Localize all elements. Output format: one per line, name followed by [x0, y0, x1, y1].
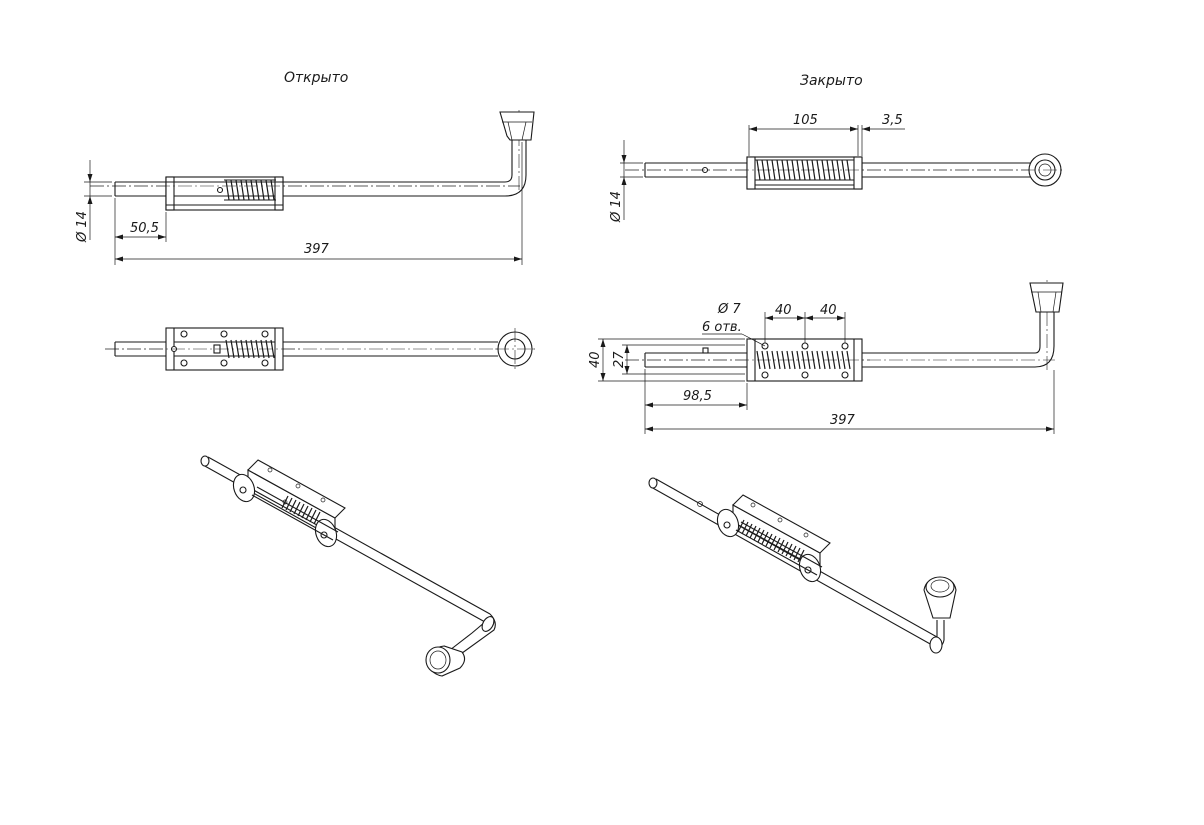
- dim-closed-length: 397: [830, 413, 856, 428]
- dim-open-offset: 50,5: [130, 221, 159, 236]
- dim-closed-gap: 3,5: [882, 113, 903, 128]
- open-isometric-view: [200, 455, 496, 677]
- closed-side-view: 105 3,5 Ø 14: [609, 113, 1065, 223]
- dim-hole-dia: Ø 7: [717, 302, 741, 317]
- dim-height-40: 40: [588, 351, 603, 368]
- title-open: Открыто: [284, 70, 348, 86]
- dim-hole-count: 6 отв.: [702, 320, 742, 335]
- dim-hole-pitch-2: 40: [820, 303, 837, 318]
- closed-top-view: Ø 7 6 отв. 40 40 40 27 98,5: [588, 280, 1064, 434]
- dim-closed-dia: Ø 14: [609, 191, 624, 223]
- dim-open-dia: Ø 14: [75, 211, 90, 243]
- dim-height-27: 27: [612, 351, 627, 368]
- open-top-view: [105, 327, 535, 371]
- dim-closed-gap-len: 105: [793, 113, 818, 128]
- dim-open-length: 397: [304, 242, 330, 257]
- title-closed: Закрыто: [800, 73, 863, 89]
- closed-isometric-view: [648, 477, 957, 654]
- dim-offset-98: 98,5: [683, 389, 712, 404]
- open-side-view: Ø 14 50,5 397: [75, 110, 535, 265]
- dim-hole-pitch-1: 40: [775, 303, 792, 318]
